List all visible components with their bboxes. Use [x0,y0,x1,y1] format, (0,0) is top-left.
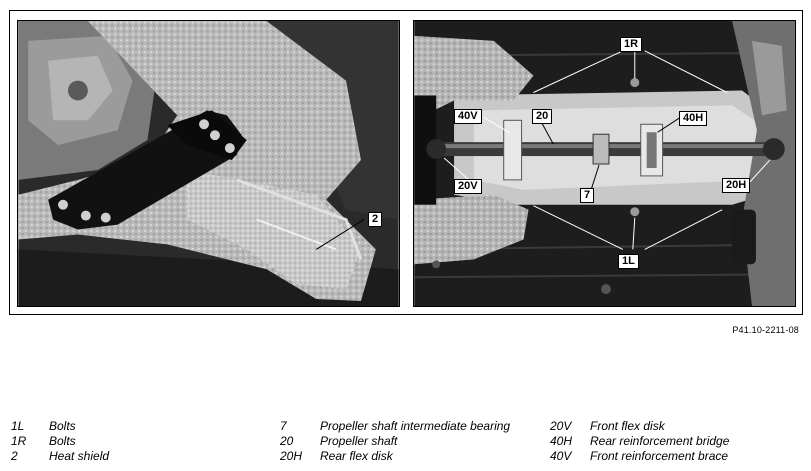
legend-code: 2 [11,449,18,463]
callout-7: 7 [580,188,595,203]
legend-description: Front flex disk [590,419,665,433]
legend-description: Bolts [49,419,76,433]
photo-left-drawing [18,21,399,306]
legend-code: 40V [550,449,572,463]
legend-code: 20V [550,419,572,433]
legend-description: Propeller shaft intermediate bearing [320,419,511,433]
legend-description: Rear flex disk [320,449,393,463]
callout-20H: 20H [722,178,751,193]
legend-code: 20 [280,434,294,448]
legend-code: 7 [280,419,287,433]
legend-code: 1L [11,419,25,433]
legend-description: Bolts [49,434,76,448]
photo-heat-shield: 2 [17,20,400,307]
figure-frame: 2 [9,10,803,315]
legend-description: Rear reinforcement bridge [590,434,730,448]
legend-description: Propeller shaft [320,434,398,448]
callout-40H: 40H [679,111,708,126]
callout-2: 2 [368,212,383,227]
legend-code: 1R [11,434,27,448]
legend: 1L Bolts 1R Bolts 2 Heat shield 7 Propel… [0,419,811,471]
callout-40V: 40V [454,109,482,124]
callout-1L: 1L [618,254,639,269]
figure-reference-id: P41.10-2211-08 [732,325,799,335]
legend-description: Front reinforcement brace [590,449,729,463]
callout-1R: 1R [620,37,643,52]
photo-propeller-shaft: 1R 40V 20 40H 20V 7 20H 1L [413,20,796,307]
callout-20V: 20V [454,179,482,194]
callout-20: 20 [532,109,553,124]
legend-code: 20H [280,449,303,463]
photo-right-drawing [414,21,795,306]
legend-description: Heat shield [49,449,110,463]
legend-code: 40H [550,434,573,448]
